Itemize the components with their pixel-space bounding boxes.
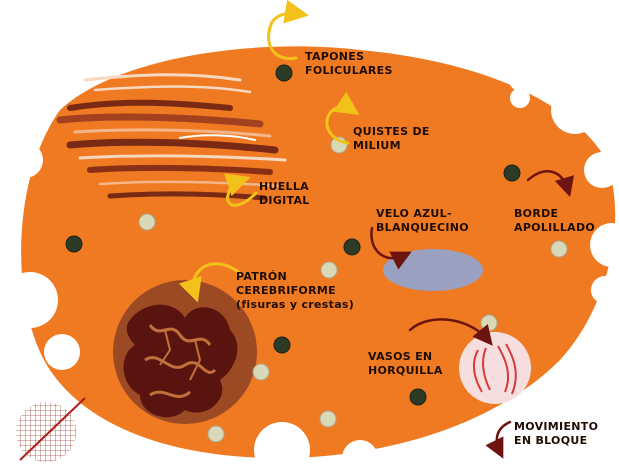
lesion-body [21,46,615,458]
label-quistes-milium: QUISTES DE MILIUM [353,125,430,153]
label-patron-cerebriforme: PATRÓN CEREBRIFORME (fisuras y crestas) [236,270,354,312]
label-movimiento-bloque: MOVIMIENTO EN BLOQUE [514,420,598,448]
curved-arrow-icon [497,422,510,452]
label-tapones-foliculares: TAPONES FOLICULARES [305,50,393,78]
label-vasos-horquilla: VASOS EN HORQUILLA [368,350,443,378]
blue-white-veil [383,249,483,291]
label-velo-azul: VELO AZUL- BLANQUECINO [376,207,469,235]
hairpin-vessels [459,332,531,404]
label-borde-apolillado: BORDE APOLILLADO [514,207,595,235]
label-huella-digital: HUELLA DIGITAL [259,180,310,208]
